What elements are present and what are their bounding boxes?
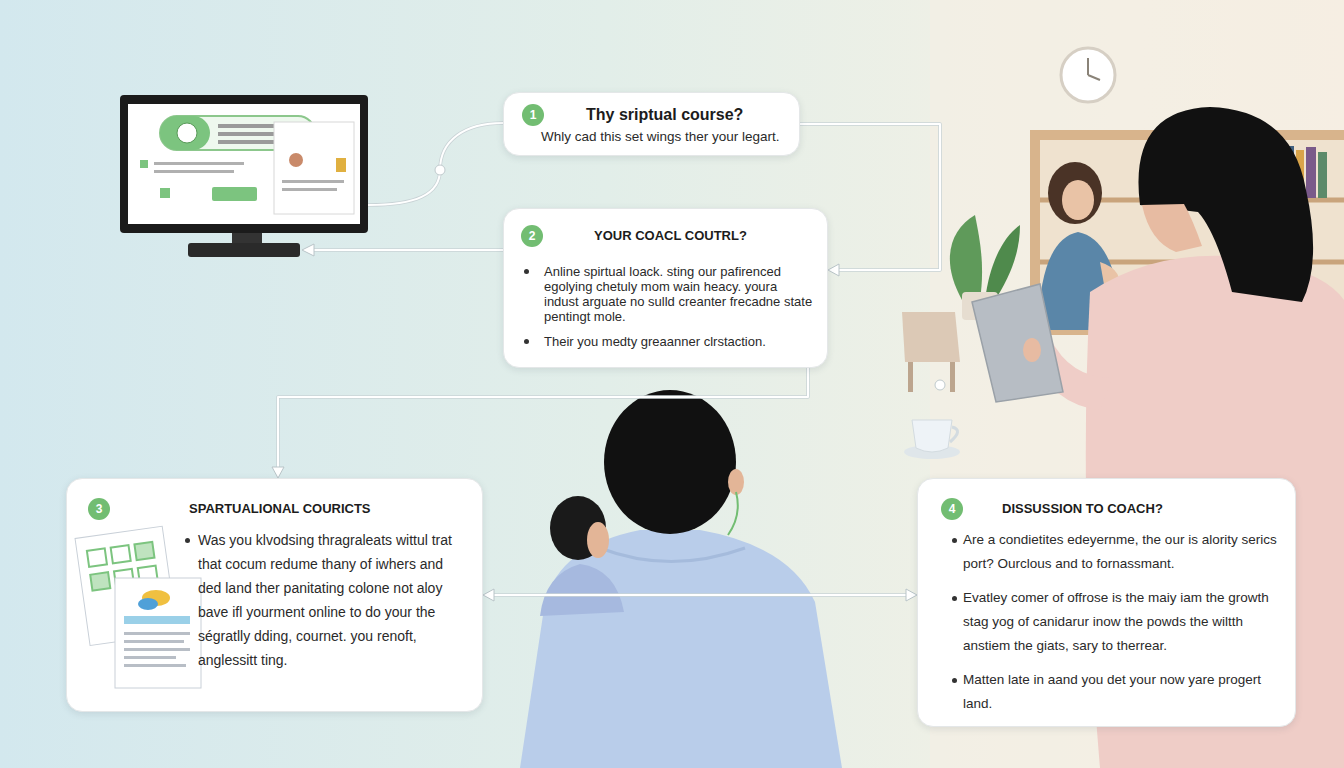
man-ear	[728, 469, 744, 495]
step-header: 2 YOUR COACL COUTRL?	[521, 225, 815, 247]
screen-photo	[289, 153, 303, 167]
wall-clock	[1061, 48, 1115, 102]
monitor-screen	[128, 104, 360, 224]
plant-leaf	[985, 225, 1020, 300]
screen-line	[154, 170, 234, 173]
tablet	[972, 284, 1063, 402]
bullet-text: Are a condietites edeyernme, the our is …	[963, 528, 1281, 576]
paper-line	[124, 632, 190, 635]
person-hair	[1048, 162, 1102, 224]
flow-line	[368, 123, 503, 205]
screen-line	[282, 180, 344, 183]
step-box: 1 Thy sriptual course? Whly cad this set w…	[503, 92, 800, 156]
monitor-neck	[232, 233, 262, 243]
paper-line	[124, 648, 190, 651]
screen-card	[274, 122, 354, 214]
connector-shadow	[492, 593, 908, 597]
arrow-head	[483, 589, 494, 601]
paper-square	[134, 542, 154, 560]
paper-picture	[138, 598, 158, 610]
connector-line	[492, 594, 908, 596]
step-header: 3 SPARTUALIONAL COURICTS	[88, 498, 470, 520]
chair-leg	[950, 362, 955, 392]
book	[1306, 147, 1316, 198]
step-title: Thy sriptual course?	[586, 105, 787, 125]
paper-line	[124, 640, 184, 643]
paper-line	[124, 664, 186, 667]
flow-dot	[935, 380, 945, 390]
bullet-text: Their you medty greaanner clrstaction.	[544, 334, 815, 349]
chair-leg	[908, 362, 913, 392]
callout-number: 3	[88, 498, 110, 520]
step-box: 4 DISSUSSION TO COACH? Are a condietites e…	[917, 478, 1296, 727]
paper-bar	[124, 616, 190, 624]
bullet-text: Evatley comer of offrose is the maiy iam…	[963, 586, 1281, 658]
man-head	[604, 390, 736, 534]
flow-dot	[435, 165, 445, 175]
screen-icon	[336, 158, 346, 172]
clock-hands	[1088, 58, 1100, 80]
step-header: 4 DISSUSSION TO COACH?	[941, 498, 1281, 520]
flow-arrow	[483, 589, 917, 601]
arrow-head	[302, 244, 314, 256]
paper-square	[111, 545, 131, 563]
arrow-head	[906, 589, 917, 601]
bullet-text: Matten late in aand you det your now yar…	[963, 668, 1281, 716]
screen-avatar	[177, 123, 197, 143]
book	[1318, 152, 1327, 198]
step-body: Whly cad this set wings ther your legart…	[541, 128, 787, 146]
chair	[902, 312, 960, 362]
screen-line	[282, 188, 337, 191]
small-person-body	[540, 564, 624, 616]
step-title: DISSUSSION TO COACH?	[1002, 501, 1281, 517]
cup-handle	[950, 427, 958, 442]
cup	[912, 420, 952, 452]
small-person-face	[587, 522, 609, 558]
callout-number: 2	[521, 225, 543, 247]
flow-line-shadow	[368, 123, 503, 205]
step-title: YOUR COACL COUTRL?	[594, 228, 815, 244]
screen-icon	[160, 188, 170, 198]
flow-arrow	[272, 368, 808, 478]
woman-hand	[1023, 338, 1041, 362]
earphone-wire	[728, 492, 738, 535]
step-header: 1 Thy sriptual course?	[522, 104, 787, 126]
screen-banner-fill	[160, 116, 210, 150]
monitor-frame	[120, 95, 368, 233]
callout-number: 1	[522, 104, 544, 126]
callout-number: 4	[941, 498, 963, 520]
screen-icon	[140, 160, 148, 168]
screen-line	[154, 162, 244, 165]
man-collar	[600, 548, 745, 562]
arrow-head	[272, 467, 284, 478]
flow-line	[312, 249, 503, 251]
bullet-text: Anline spirtual loack. sting our pafiren…	[544, 264, 815, 324]
person-face	[1062, 180, 1094, 220]
paper-front	[115, 578, 201, 688]
arrow-head	[828, 264, 839, 276]
flow-line-shadow	[312, 248, 503, 252]
man-shirt	[520, 530, 842, 768]
step-box: 2 YOUR COACL COUTRL? Anline spirtual loack…	[503, 208, 828, 368]
paper-line	[124, 656, 176, 659]
paper-square	[90, 572, 110, 590]
connector-shadow	[278, 368, 808, 469]
woman-hair	[1138, 107, 1313, 302]
screen-line	[218, 140, 278, 144]
plant-leaf	[950, 215, 982, 300]
connector-line	[278, 368, 808, 469]
monitor-base	[188, 243, 300, 257]
screen-button	[212, 187, 257, 201]
step-title: SPARTUALIONAL COURICTS	[189, 501, 470, 517]
woman-face	[1142, 204, 1202, 252]
bullet-text: Was you klvodsing thragraleats wittul tr…	[198, 528, 470, 672]
paper-square	[87, 548, 107, 566]
